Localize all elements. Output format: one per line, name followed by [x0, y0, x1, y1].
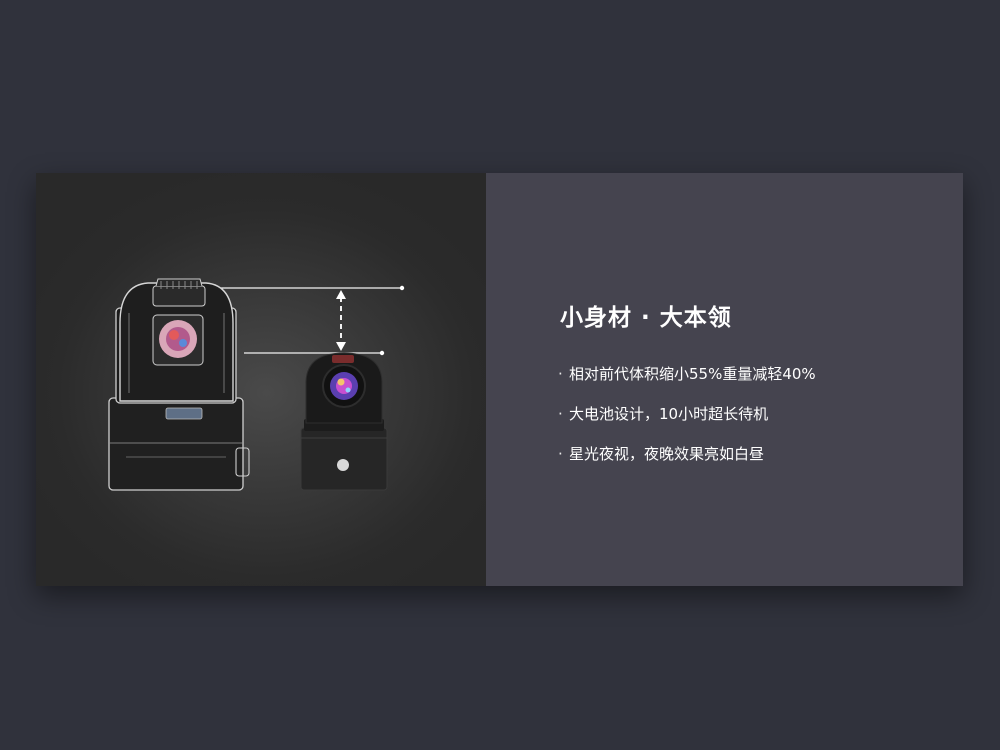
bullet-dot: ·	[558, 365, 563, 383]
feature-text-panel: 小身材 · 大本领 · 相对前代体积缩小55%重量减轻40% · 大电池设计，1…	[486, 173, 963, 586]
new-compact-camera	[300, 352, 388, 491]
feature-text: 相对前代体积缩小55%重量减轻40%	[569, 365, 816, 383]
section-title: 小身材 · 大本领	[560, 305, 732, 331]
feature-item: · 相对前代体积缩小55%重量减轻40%	[558, 361, 816, 401]
size-comparison-guides	[196, 287, 402, 354]
product-comparison-image	[36, 173, 486, 586]
feature-item: · 大电池设计，10小时超长待机	[558, 401, 816, 441]
feature-text: 大电池设计，10小时超长待机	[569, 405, 769, 423]
feature-text: 星光夜视，夜晚效果亮如白昼	[569, 445, 765, 463]
camera-size-comparison-illustration	[108, 278, 405, 491]
bullet-dot: ·	[558, 445, 563, 463]
feature-item: · 星光夜视，夜晚效果亮如白昼	[558, 441, 816, 481]
previous-generation-camera	[108, 278, 250, 491]
feature-list: · 相对前代体积缩小55%重量减轻40% · 大电池设计，10小时超长待机 · …	[558, 361, 816, 481]
feature-card: 小身材 · 大本领 · 相对前代体积缩小55%重量减轻40% · 大电池设计，1…	[36, 173, 963, 586]
bullet-dot: ·	[558, 405, 563, 423]
